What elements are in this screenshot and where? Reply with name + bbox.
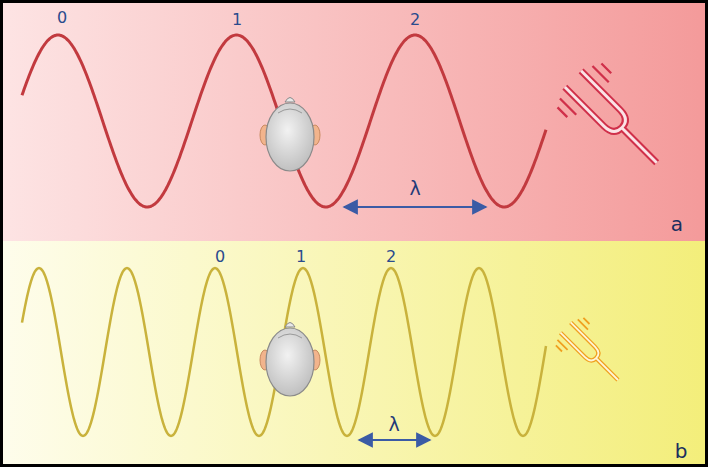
panel-a-ground	[0, 0, 708, 241]
callout-number: 0	[215, 249, 225, 265]
wavelength-label: λ	[388, 415, 399, 434]
panel-b-ground	[0, 241, 708, 467]
wave-a	[22, 35, 546, 207]
head-b	[260, 323, 320, 397]
wavelength-arrow-a	[344, 206, 486, 208]
callout-number: 2	[410, 12, 420, 28]
callout-number: 2	[386, 249, 396, 265]
callout-number: 1	[232, 12, 242, 28]
wavelength-arrow-b	[359, 439, 430, 441]
head-a	[260, 98, 320, 172]
tuning-fork-a	[551, 57, 679, 185]
wavelength-label: λ	[409, 179, 420, 198]
callout-number: 0	[57, 10, 67, 26]
panel-letter: b	[675, 441, 688, 461]
panel-letter: a	[671, 214, 683, 234]
callout-number: 1	[296, 249, 306, 265]
tuning-fork-b	[552, 314, 632, 394]
wave-b	[22, 268, 546, 436]
